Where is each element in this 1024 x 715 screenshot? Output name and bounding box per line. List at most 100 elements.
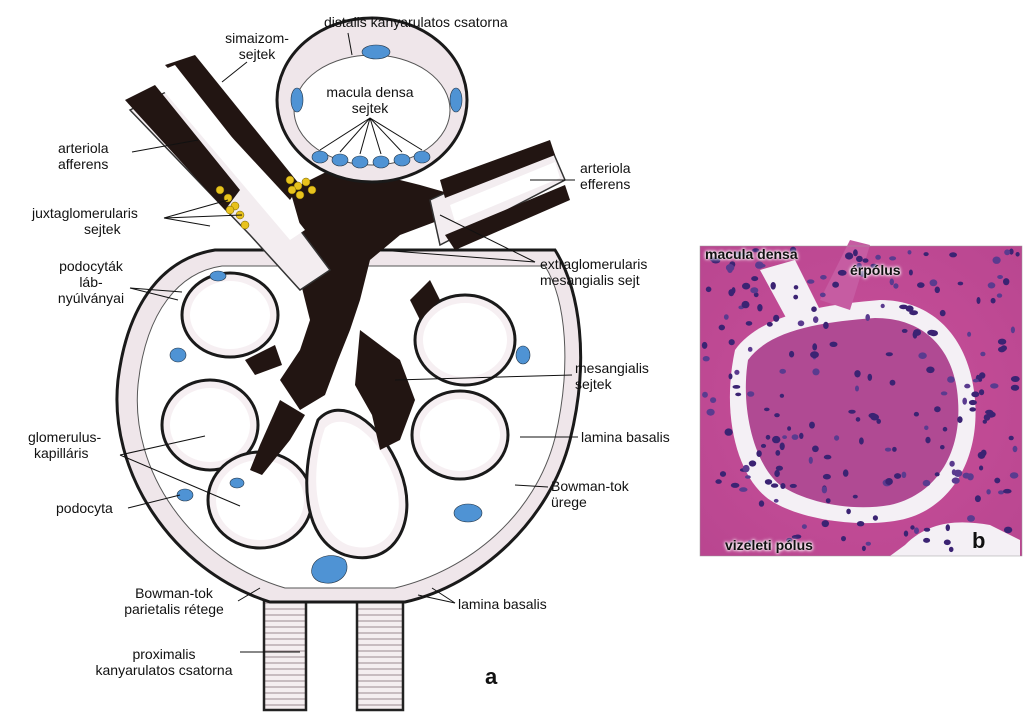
- micrograph-nucleus: [982, 419, 987, 424]
- nucleus: [361, 44, 391, 60]
- micrograph-nucleus: [789, 483, 797, 488]
- micrograph-nucleus: [1010, 376, 1020, 382]
- micrograph-nucleus: [889, 256, 897, 261]
- micrograph-nucleus: [782, 435, 787, 439]
- micrograph-nucleus: [1012, 445, 1018, 453]
- label-extraglomerular-mesangial: extraglomerularis mesangialis sejt: [540, 256, 647, 288]
- label-line: arteriola: [58, 140, 109, 156]
- micrograph-nucleus: [894, 473, 902, 479]
- label-line: arteriola: [580, 160, 631, 176]
- micrograph-nucleus: [922, 479, 931, 487]
- micrograph-nucleus: [765, 434, 771, 440]
- panel-b-micrograph: [699, 240, 1023, 557]
- micrograph-nucleus: [947, 376, 955, 383]
- micrograph-nucleus: [739, 487, 748, 492]
- micrograph-nucleus: [1010, 384, 1020, 391]
- nucleus: [351, 155, 369, 169]
- micrograph-nucleus: [1003, 488, 1012, 494]
- micrograph-nucleus: [974, 495, 981, 503]
- label-bowman-parietal-layer: Bowman-tok parietalis rétege: [110, 585, 238, 617]
- label-line: simaizom-: [225, 30, 289, 46]
- micrograph-nucleus: [731, 287, 736, 294]
- label-line: ürege: [551, 494, 587, 510]
- micrograph-nucleus: [728, 373, 733, 380]
- micrograph-nucleus: [723, 314, 729, 320]
- micrograph-nucleus: [901, 471, 907, 478]
- label-line: juxtaglomerularis: [32, 205, 138, 221]
- micrograph-nucleus: [748, 460, 757, 467]
- micrograph-nucleus: [903, 530, 909, 537]
- micrograph-nucleus: [773, 498, 779, 503]
- micrograph-nucleus: [846, 508, 851, 515]
- micrograph-nucleus: [760, 443, 767, 448]
- micrograph-nucleus: [823, 454, 832, 460]
- micrograph-nucleus: [856, 255, 863, 263]
- micrograph-nucleus: [934, 472, 940, 477]
- micrograph-nucleus: [908, 269, 913, 276]
- micrograph-nucleus: [764, 407, 770, 412]
- micrograph-nucleus: [945, 524, 950, 532]
- micrograph-nucleus: [865, 314, 870, 321]
- micrograph-nucleus: [942, 426, 948, 432]
- micrograph-nucleus: [872, 515, 879, 521]
- podocyte-nuclei: [169, 270, 531, 584]
- micrograph-nucleus: [957, 281, 964, 286]
- micrograph-nucleus: [751, 276, 759, 282]
- label-proximal-tubule: proximalis kanyarulatos csatorna: [84, 646, 244, 678]
- micrograph-nucleus: [980, 351, 986, 357]
- label-efferent-arteriole: arteriola efferens: [580, 160, 631, 192]
- micrograph-nucleus: [741, 300, 750, 309]
- micrograph-nucleus: [914, 527, 919, 534]
- nucleus: [311, 555, 348, 584]
- micrograph-nucleus: [791, 434, 799, 440]
- label-line: sejtek: [238, 46, 276, 62]
- micrograph-nucleus: [899, 304, 908, 310]
- label-vascular-pole: érpólus: [850, 262, 901, 278]
- micrograph-nucleus: [983, 414, 991, 421]
- micrograph-nucleus: [929, 279, 938, 287]
- micrograph-nucleus: [977, 451, 986, 459]
- micrograph-nucleus: [884, 447, 892, 452]
- label-lamina-basalis: lamina basalis: [581, 429, 670, 445]
- micrograph-nucleus: [885, 478, 893, 485]
- label-line: mesangialis sejt: [540, 272, 640, 288]
- micrograph-nucleus: [735, 392, 742, 397]
- label-podocyte: podocyta: [56, 500, 113, 516]
- micrograph-nucleus: [994, 477, 1001, 484]
- micrograph-nucleus: [779, 393, 785, 398]
- label-line: sejtek: [575, 376, 612, 392]
- micrograph-nucleus: [701, 341, 708, 349]
- micrograph-nucleus: [757, 263, 766, 268]
- micrograph-nucleus: [734, 251, 740, 259]
- micrograph-nucleus: [774, 469, 780, 478]
- micrograph-nucleus: [986, 489, 991, 495]
- micrograph-nucleus: [758, 500, 765, 507]
- afferent-arteriole: [125, 55, 332, 291]
- micrograph-nucleus: [813, 316, 819, 323]
- micrograph-nucleus: [706, 408, 715, 416]
- label-smooth-muscle-cells: simaizom- sejtek: [222, 30, 292, 62]
- micrograph-nucleus: [865, 541, 871, 546]
- micrograph-nucleus: [742, 282, 751, 290]
- label-line: macula densa: [326, 84, 414, 100]
- micrograph-nucleus: [819, 292, 826, 298]
- label-line: sejtek: [84, 221, 121, 237]
- micrograph-nucleus: [967, 515, 975, 522]
- micrograph-nucleus: [855, 385, 859, 392]
- micrograph-nucleus: [728, 339, 735, 346]
- micrograph-nucleus: [979, 389, 985, 396]
- micrograph-nucleus: [990, 383, 999, 389]
- label-line: Bowman-tok: [135, 585, 213, 601]
- micrograph-nucleus: [1010, 326, 1016, 334]
- nucleus: [169, 347, 187, 363]
- micrograph-nucleus: [780, 483, 786, 489]
- micrograph-nucleus: [747, 346, 753, 352]
- label-lamina-basalis-capsule: lamina basalis: [458, 596, 547, 612]
- micrograph-nucleus: [774, 413, 780, 418]
- micrograph-nucleus: [752, 248, 760, 253]
- efferent-arteriole: [429, 140, 570, 250]
- micrograph-nucleus: [797, 320, 805, 327]
- micrograph-nucleus: [910, 525, 915, 530]
- mesangial-network: [245, 170, 455, 475]
- micrograph-nucleus: [949, 460, 955, 467]
